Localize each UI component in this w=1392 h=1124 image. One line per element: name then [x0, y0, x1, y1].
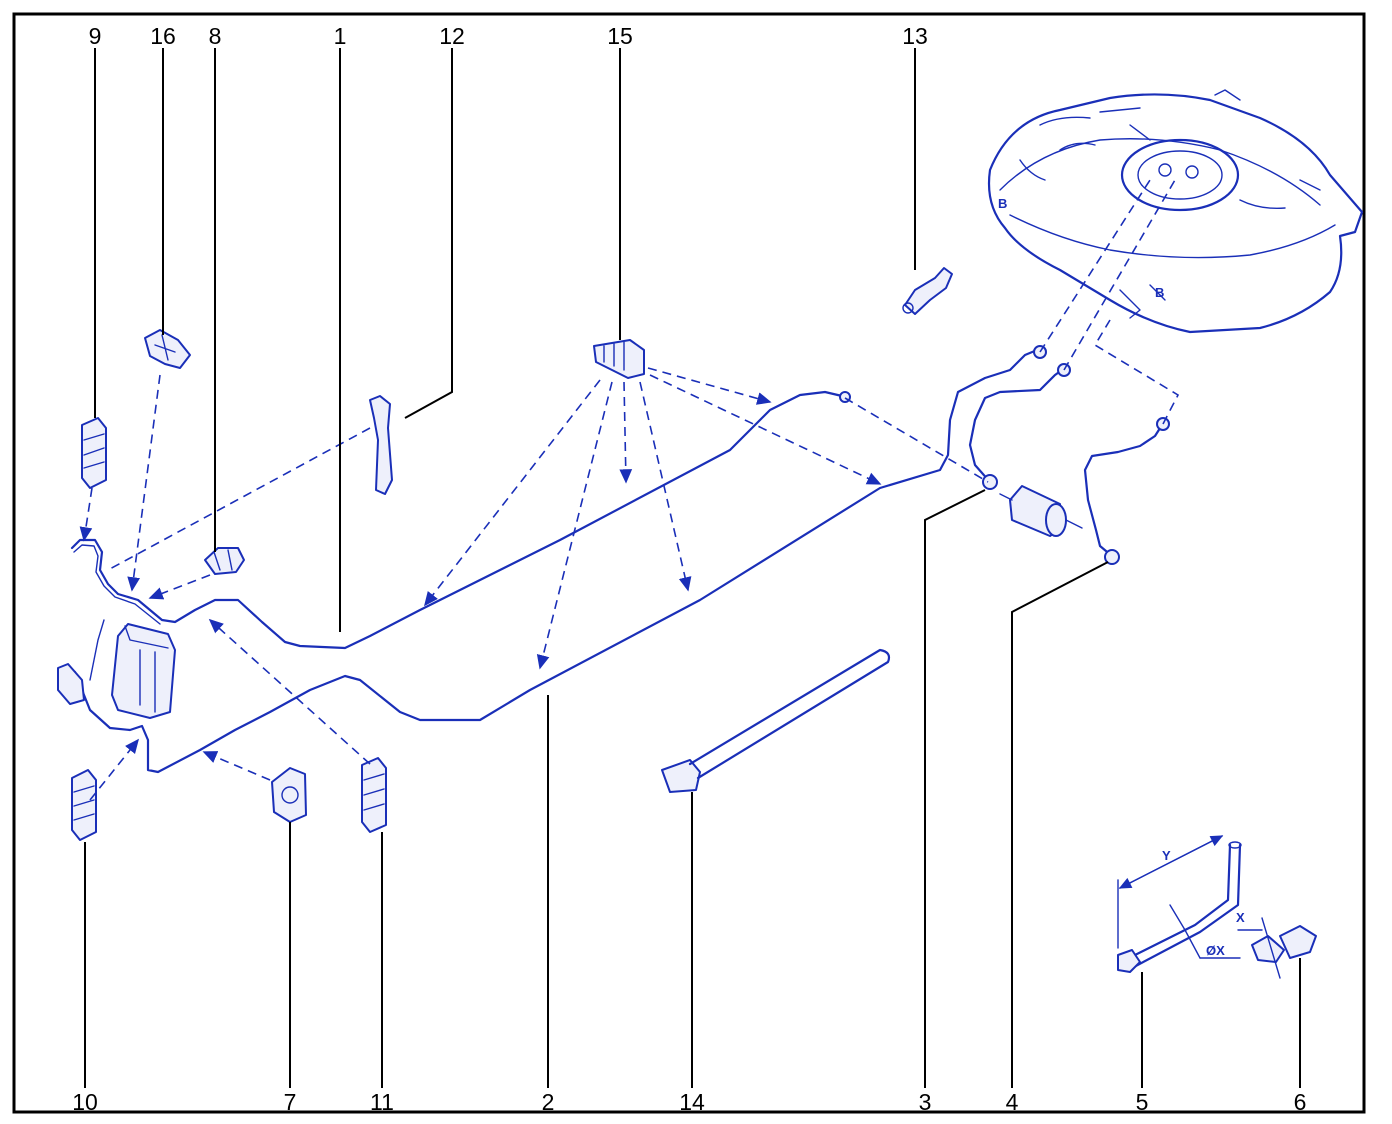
callout-8: 8	[209, 23, 222, 49]
callout-15: 15	[607, 23, 633, 49]
dimension-diameter-label: ØX	[1206, 943, 1225, 958]
fuel-line-3	[968, 368, 1064, 484]
clip-7	[271, 767, 307, 823]
cable-tie-14	[661, 648, 891, 793]
callout-7: 7	[284, 1089, 297, 1115]
callout-4: 4	[1006, 1089, 1019, 1115]
leader-lines	[84, 48, 1301, 1088]
dimension-x-label: X	[1236, 910, 1245, 925]
fuel-line-4	[1083, 423, 1164, 558]
callout-11: 11	[370, 1089, 394, 1115]
diagram-frame	[12, 12, 1366, 1114]
clip-10	[71, 769, 97, 841]
clip-16	[144, 329, 191, 369]
dimension-y-label: Y	[1162, 848, 1171, 863]
connector-13	[902, 267, 953, 315]
callout-2: 2	[542, 1089, 555, 1115]
callout-9: 9	[89, 23, 102, 49]
fuel-filter	[999, 485, 1083, 537]
svg-text:B: B	[1155, 285, 1164, 300]
callout-1: 1	[334, 23, 347, 49]
callout-10: 10	[72, 1089, 98, 1115]
fuel-line-1	[70, 390, 844, 650]
clip-15	[593, 339, 645, 379]
assembly-arrows	[79, 179, 1180, 801]
callout-14: 14	[679, 1089, 705, 1115]
callout-13: 13	[902, 23, 928, 49]
callout-16: 16	[150, 23, 176, 49]
callout-labels: 9 16 8 1 12 15 13 10 7 11 2 14 3 4 5 6	[72, 23, 1306, 1115]
charcoal-canister	[89, 619, 176, 719]
callout-6: 6	[1294, 1089, 1307, 1115]
clip-11	[361, 757, 387, 833]
callout-12: 12	[439, 23, 465, 49]
bracket-12	[369, 395, 393, 495]
fuel-tank: B B	[987, 89, 1364, 334]
pipe-end-detail-5: Y ØX	[1117, 835, 1242, 973]
svg-text:B: B	[998, 196, 1007, 211]
union-nut-detail-6: X	[1236, 910, 1317, 979]
clip-8	[204, 547, 245, 575]
callout-5: 5	[1136, 1089, 1149, 1115]
callout-3: 3	[919, 1089, 932, 1115]
clip-9	[81, 417, 107, 489]
